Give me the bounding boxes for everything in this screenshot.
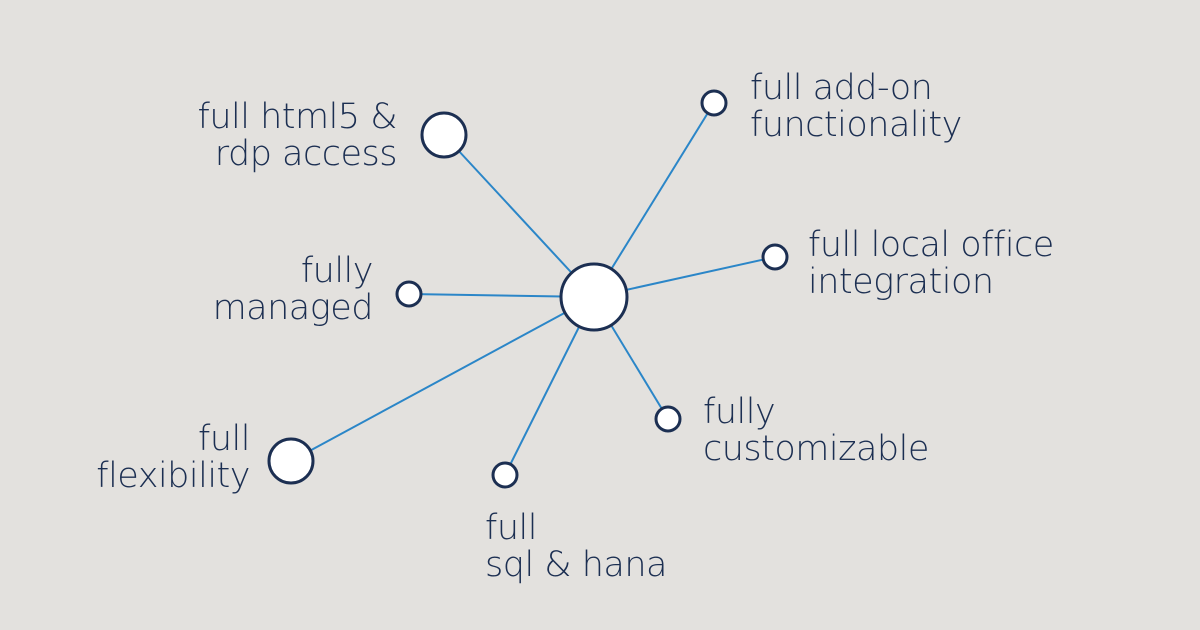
label-line-2: functionality xyxy=(750,105,962,145)
label-line-2: sql & hana xyxy=(485,545,667,585)
node-sql xyxy=(491,461,519,489)
label-full-sql-hana: full sql & hana xyxy=(485,510,667,584)
connector-line-addon xyxy=(593,102,715,298)
connector-line-html5 xyxy=(443,134,595,298)
nodes xyxy=(267,89,789,489)
node-html5 xyxy=(420,111,468,159)
label-line-2: rdp access xyxy=(214,134,398,174)
label-line-2: integration xyxy=(808,262,994,302)
node-addon xyxy=(700,89,728,117)
label-line-1: full add-on xyxy=(750,68,933,108)
hub-node xyxy=(559,262,629,332)
node-customizable xyxy=(654,405,682,433)
node-managed xyxy=(395,280,423,308)
label-full-add-on-functionality: full add-on functionality xyxy=(750,70,962,144)
label-line-2: customizable xyxy=(703,429,929,469)
label-line-1: full local office xyxy=(808,225,1054,265)
node-flexibility xyxy=(267,437,315,485)
label-full-local-office-integration: full local office integration xyxy=(808,227,1054,301)
label-fully-managed: fully managed xyxy=(212,251,374,328)
label-line-1: full xyxy=(485,508,537,548)
label-line-1: full html5 & xyxy=(197,97,398,137)
label-line-2: flexibility xyxy=(96,456,250,496)
label-line-2: managed xyxy=(212,288,374,328)
label-full-flexibility: full flexibility xyxy=(96,421,250,495)
label-fully-customizable: fully customizable xyxy=(703,394,929,468)
label-line-1: fully xyxy=(300,251,374,291)
label-line-1: fully xyxy=(703,392,776,432)
label-line-1: full xyxy=(198,419,250,459)
connector-line-flexibility xyxy=(290,296,595,462)
label-full-html5-rdp-access: full html5 & rdp access xyxy=(198,99,398,173)
node-office xyxy=(761,243,789,271)
